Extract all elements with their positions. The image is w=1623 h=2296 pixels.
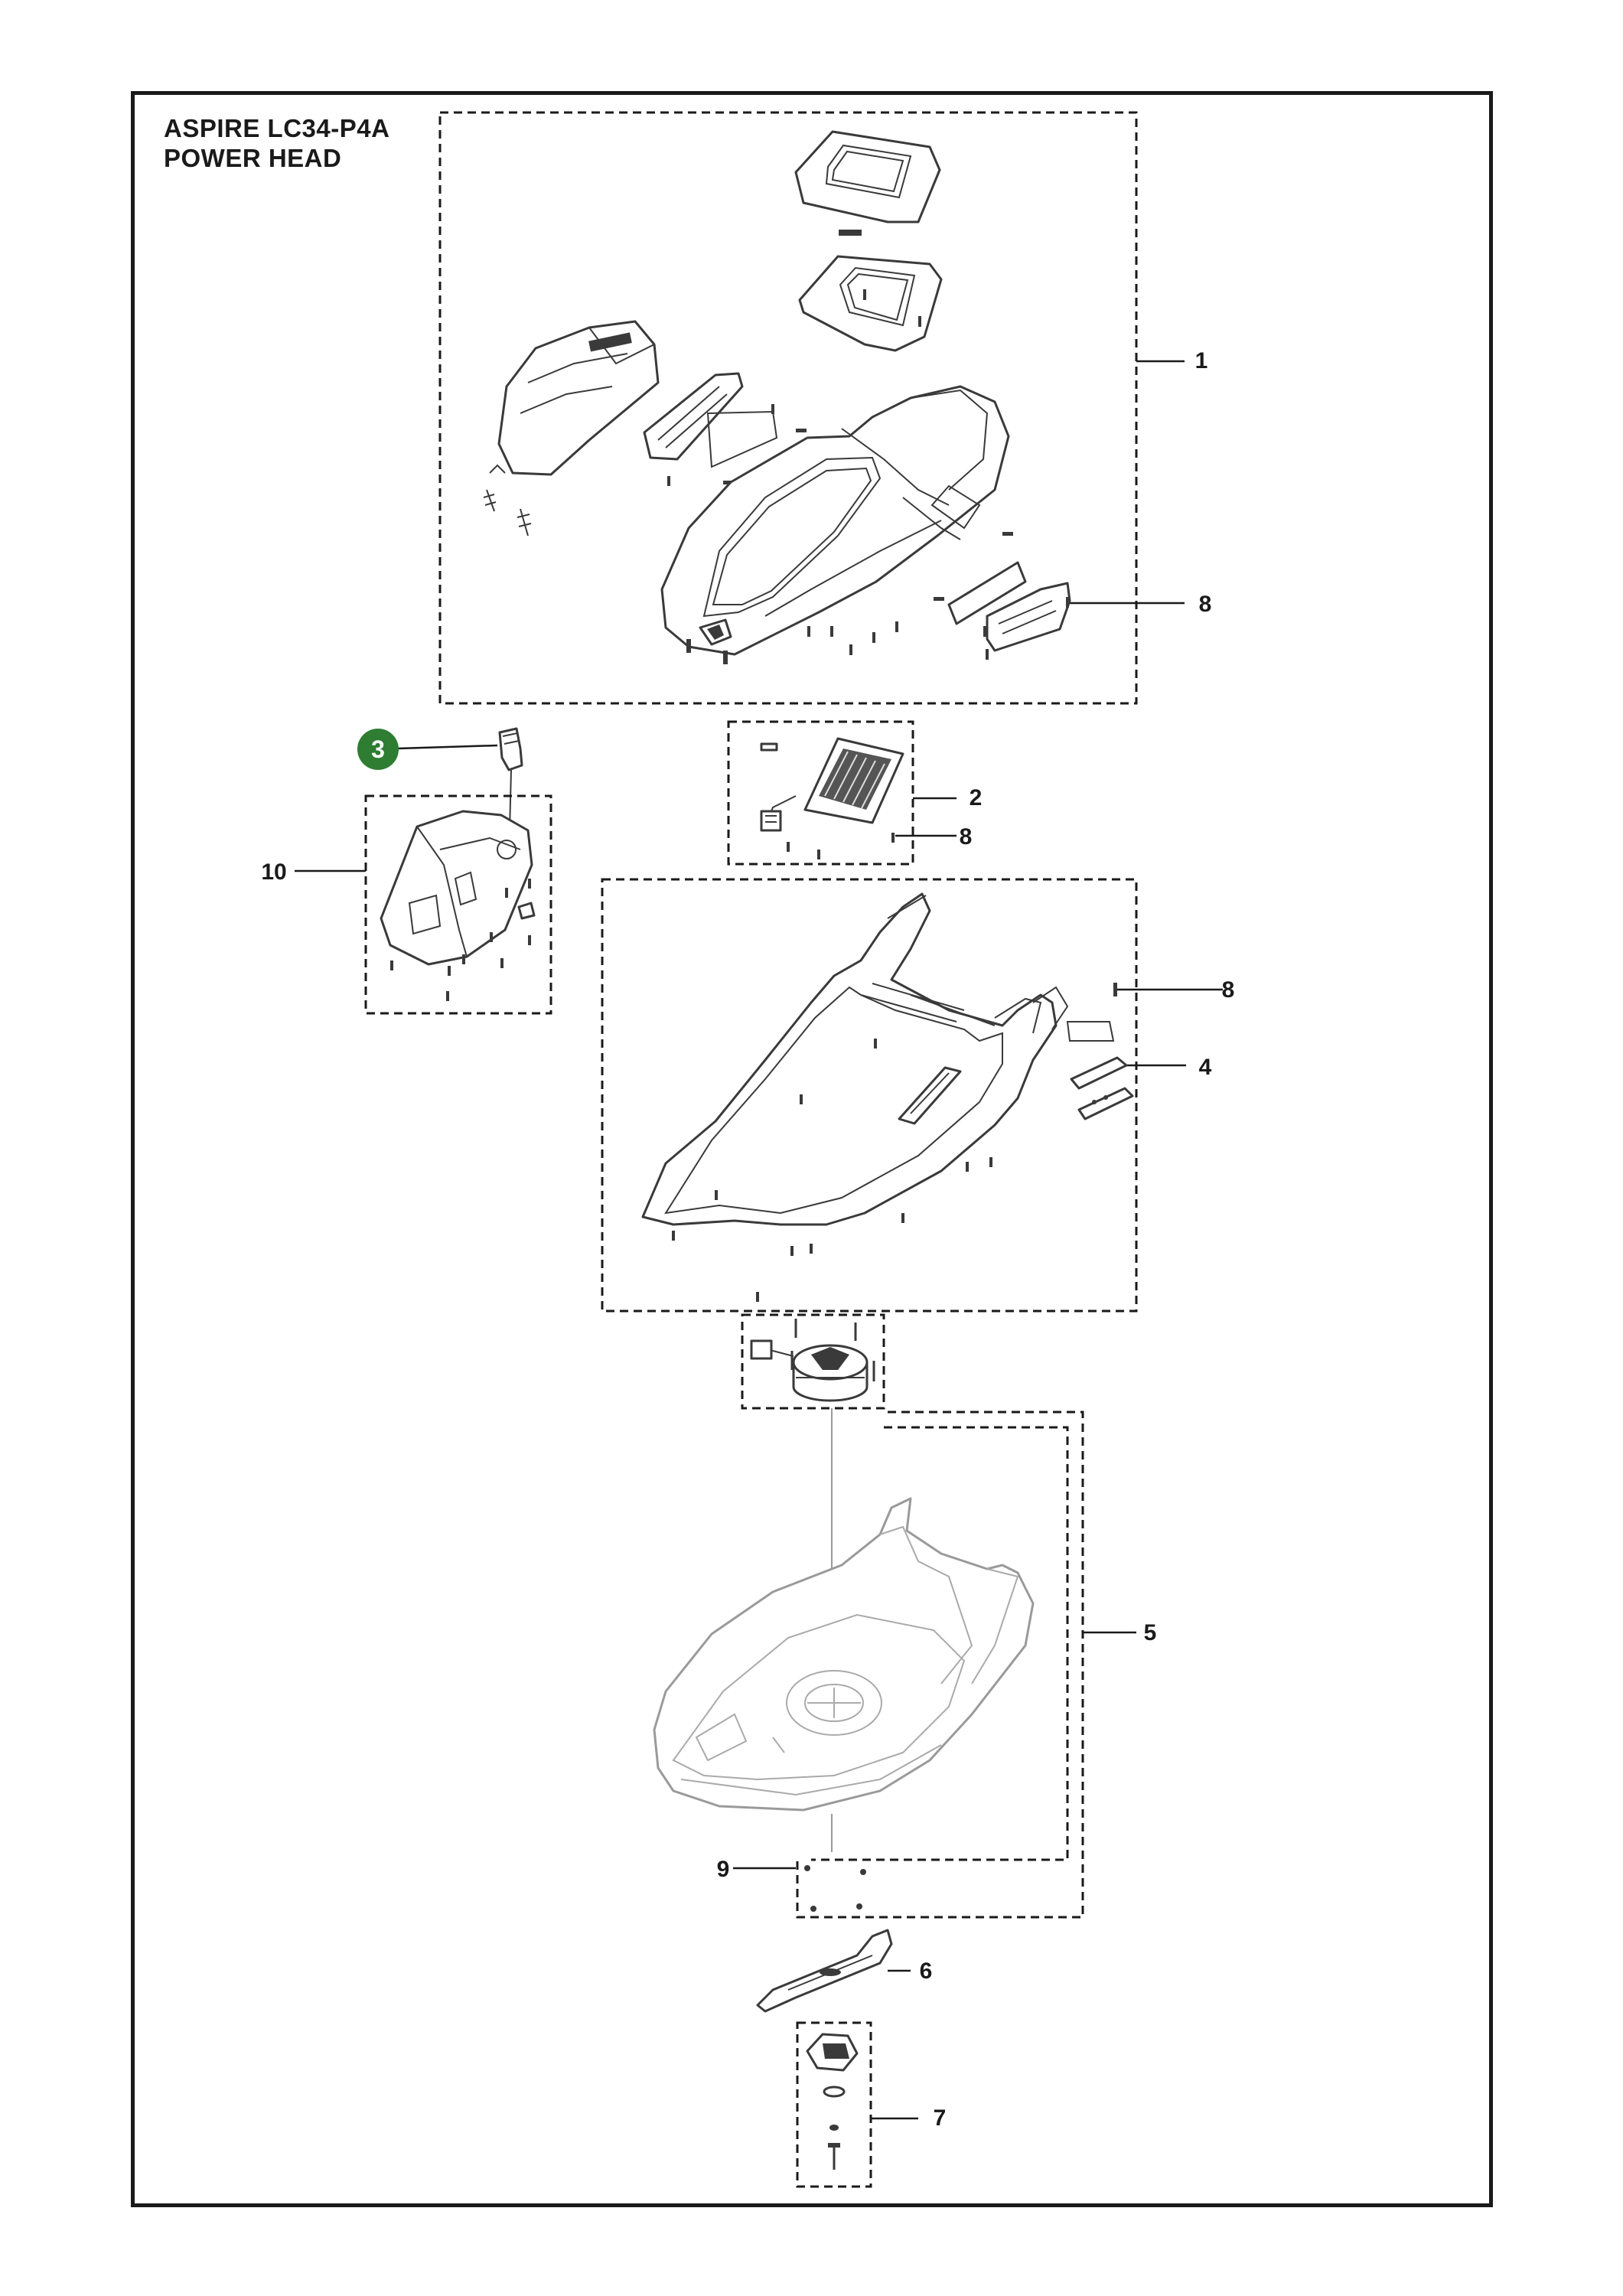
handle-frame [798, 255, 943, 352]
group-10-boundary [364, 794, 552, 1015]
group-4-boundary [601, 878, 1138, 1313]
model-name: ASPIRE LC34-P4A [164, 114, 390, 142]
bracket-lower [1077, 1087, 1134, 1120]
connector-plug [760, 810, 782, 832]
motor [750, 1339, 869, 1402]
diagram-title: ASPIRE LC34-P4A POWER HEAD [164, 113, 389, 173]
callout-8: 8 [959, 824, 973, 850]
main-hood [660, 385, 1010, 664]
callout-8: 8 [1221, 977, 1235, 1003]
chassis-group [601, 878, 1223, 1313]
battery-lid [497, 320, 660, 476]
callout-8: 8 [1198, 592, 1212, 617]
leader-3 [397, 744, 498, 750]
clip-part [839, 230, 862, 236]
group-7-boundary [796, 2021, 872, 2188]
electronics-group [727, 720, 957, 866]
grip-cover-right [947, 561, 1071, 652]
spring-left [483, 489, 497, 512]
callout-10: 10 [261, 859, 287, 885]
callout-7: 7 [933, 2105, 947, 2131]
callout-2: 2 [969, 785, 983, 810]
deck-screws [804, 1865, 866, 1912]
safety-key-part [397, 727, 523, 831]
callout-1: 1 [1194, 348, 1208, 373]
motor-connector [750, 1339, 773, 1360]
callout-3-highlighted: 3 [357, 729, 399, 770]
spring-right [517, 508, 532, 536]
grip-cover-left [643, 372, 744, 461]
washer [823, 2086, 846, 2098]
callout-9: 9 [716, 1857, 730, 1882]
motor-boundary [741, 1313, 885, 1410]
section-name: POWER HEAD [164, 144, 342, 172]
drawing-frame [131, 91, 1493, 2207]
group-1-boundary [438, 111, 1138, 705]
group-1-screws [807, 532, 1069, 660]
callout-5: 5 [1143, 1620, 1157, 1645]
cutting-deck [653, 1497, 1035, 1812]
callout-4: 4 [1198, 1055, 1212, 1080]
callout-6: 6 [919, 1958, 933, 1984]
battery-housing-group [295, 794, 552, 1015]
hood-assembly-group [438, 111, 1185, 705]
bracket-upper [1070, 1056, 1128, 1090]
blade-hub-group [796, 2021, 918, 2188]
deck-boundary [811, 1426, 1069, 1861]
handle-top-cover [794, 130, 941, 223]
group-5-boundary [796, 1411, 1084, 1919]
deck-motor-group [653, 1313, 1136, 1919]
cutting-blade [756, 1929, 911, 2013]
chassis-frame [641, 892, 1058, 1226]
group-2-boundary [727, 720, 914, 866]
